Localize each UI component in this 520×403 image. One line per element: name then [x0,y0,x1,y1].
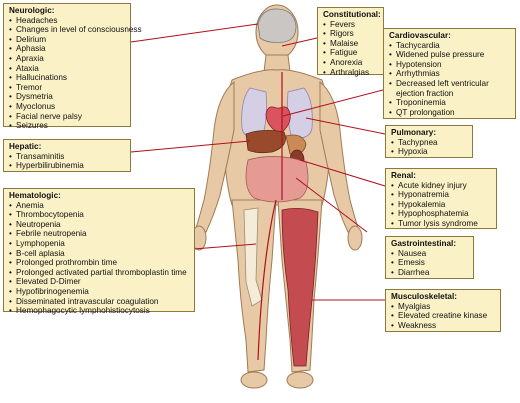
hematologic-item: Disseminated intravascular coagulation [9,297,190,307]
constitutional-item: Anorexia [323,58,379,68]
hepatic-item: Transaminitis [9,152,126,162]
constitutional-item: Fatigue [323,48,379,58]
pulmonary-item: Hypoxia [391,147,468,157]
constitutional-item: Arthralgias [323,68,379,78]
cardiovascular-item: Arrhythmias [389,69,511,79]
panel-pulmonary-title: Pulmonary: [391,128,437,137]
cardiovascular-item: QT prolongation [389,108,511,118]
hematologic-item: Elevated D-Dimer [9,277,190,287]
neurologic-item: Changes in level of consciousness [9,25,142,35]
hematologic-item: Hypofibrinogenemia [9,287,190,297]
neurologic-item: Aphasia [9,44,126,54]
neurologic-item: Seizures [9,121,126,131]
hematologic-item: Prolonged activated partial thromboplast… [9,268,190,278]
panel-hepatic: Hepatic: Transaminitis Hyperbilirubinemi… [3,139,131,172]
pulmonary-item: Tachypnea [391,138,468,148]
musculoskeletal-item: Weakness [391,321,496,331]
gastrointestinal-item: Nausea [391,249,469,259]
panel-renal: Renal: Acute kidney injury Hyponatremia … [385,168,497,229]
intestines-shape [245,156,309,203]
hematologic-item: B-cell aplasia [9,249,190,259]
neurologic-item: Tremor [9,83,126,93]
panel-musculoskeletal-title: Musculoskeletal: [391,292,457,301]
gastrointestinal-item: Emesis [391,258,469,268]
brain-shape [257,8,297,43]
hematologic-item: Lymphopenia [9,239,190,249]
hepatic-item: Hyperbilirubinemia [9,161,126,171]
neurologic-item: Apraxia [9,54,126,64]
panel-pulmonary: Pulmonary: Tachypnea Hypoxia [385,125,473,158]
renal-item: Hypophosphatemia [391,209,492,219]
neurologic-item: Headaches [9,16,126,26]
hematologic-item: Prolonged prothrombin time [9,258,190,268]
cardiovascular-item: Hypotension [389,60,511,70]
panel-hematologic: Hematologic: Anemia Thrombocytopenia Neu… [3,188,195,315]
panel-constitutional: Constitutional: Fevers Rigors Malaise Fa… [317,7,384,78]
blood-vessel-shape [257,72,283,361]
hematologic-item: Febrile neutropenia [9,229,190,239]
renal-item: Tumor lysis syndrome [391,219,492,229]
lung-right-shape [287,87,313,139]
hematologic-item: Neutropenia [9,220,190,230]
neurologic-item: Delirium [9,35,126,45]
panel-neurologic-title: Neurologic: [9,6,55,15]
cardiovascular-item: Decreased left ventricular [389,79,511,89]
neurologic-item: Facial nerve palsy [9,112,126,122]
gastrointestinal-item: Diarrhea [391,268,469,278]
panel-constitutional-title: Constitutional: [323,10,381,19]
neurologic-item: Myoclonus [9,102,126,112]
liver-shape [245,130,286,154]
panel-cardiovascular: Cardiovascular: Tachycardia Widened puls… [383,28,516,119]
hematologic-item: Thrombocytopenia [9,210,190,220]
constitutional-item: Rigors [323,29,379,39]
hematologic-item: Anemia [9,201,190,211]
panel-neurologic: Neurologic: Headaches Changes in level o… [3,3,142,130]
neurologic-item: Hallucinations [9,73,126,83]
constitutional-item: Malaise [323,39,379,49]
cardiovascular-item: Widened pulse pressure [389,50,511,60]
panel-musculoskeletal: Musculoskeletal: Myalgias Elevated creat… [385,289,501,332]
muscle-shape [281,208,319,367]
panel-gastrointestinal-title: Gastrointestinal: [391,239,457,248]
panel-renal-title: Renal: [391,171,417,180]
renal-item: Acute kidney injury [391,181,492,191]
panel-hepatic-title: Hepatic: [9,142,42,151]
cardiovascular-item-continuation: ejection fraction [396,88,454,98]
constitutional-item: Fevers [323,20,379,30]
musculoskeletal-item: Elevated creatine kinase [391,311,496,321]
hematologic-item: Hemophagocytic lymphohistiocytosis [9,306,190,316]
panel-gastrointestinal: Gastrointestinal: Nausea Emesis Diarrhea [385,236,474,279]
panel-cardiovascular-title: Cardiovascular: [389,31,451,40]
renal-item: Hyponatremia [391,190,492,200]
renal-item: Hypokalemia [391,200,492,210]
cardiovascular-item: Tachycardia [389,41,511,51]
neurologic-item: Dysmetria [9,92,126,102]
panel-hematologic-title: Hematologic: [9,191,61,200]
cardiovascular-item: Troponinemia [389,98,511,108]
musculoskeletal-item: Myalgias [391,302,496,312]
neurologic-item: Ataxia [9,64,126,74]
